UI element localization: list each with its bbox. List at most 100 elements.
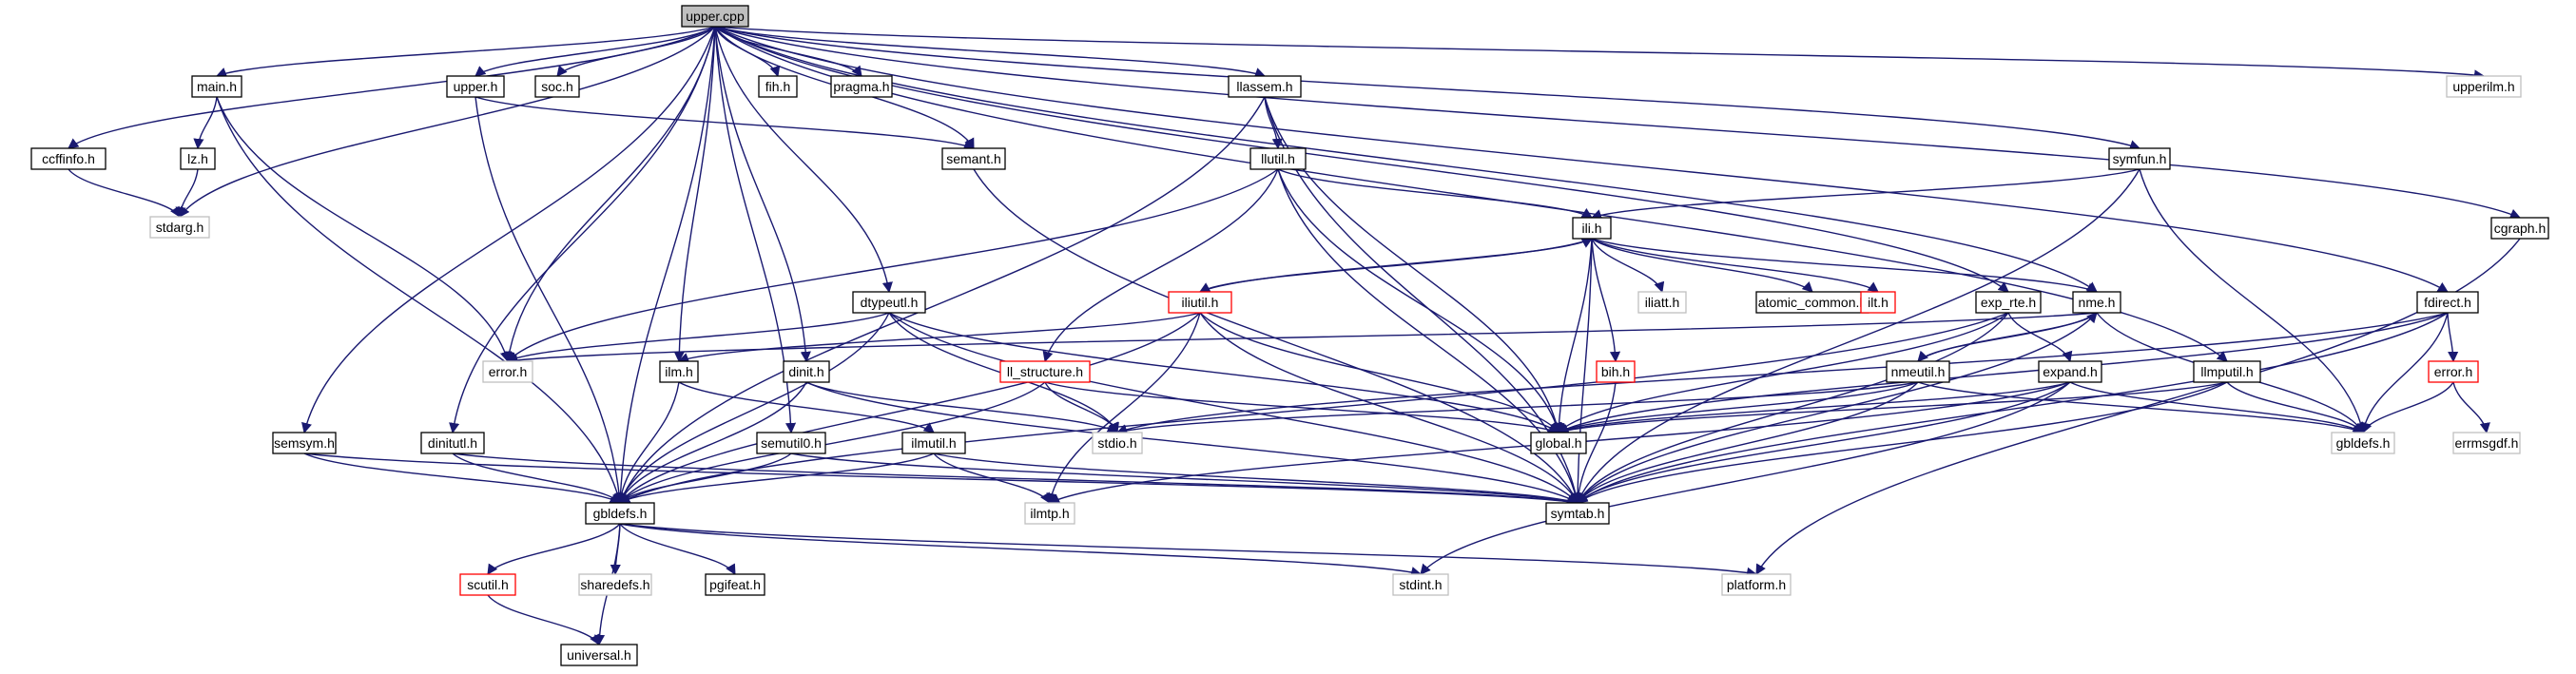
edge-upper_h-to-semant_h	[475, 96, 976, 150]
node-dinitutl-h[interactable]: dinitutl.h	[420, 432, 485, 454]
edge-dinit_h-to-stdio_h	[805, 381, 1118, 433]
node-errmsgdf-h[interactable]: errmsgdf.h	[2452, 432, 2521, 454]
node-gbldefs-h[interactable]: gbldefs.h	[585, 502, 655, 525]
node-llutil-h[interactable]: llutil.h	[1249, 147, 1307, 170]
node-nmeutil-h[interactable]: nmeutil.h	[1886, 360, 1950, 383]
node-symtab-h[interactable]: symtab.h	[1545, 502, 1610, 525]
node-box	[578, 573, 652, 596]
edge-upper_cpp-to-gbldefs_h	[614, 26, 716, 505]
node-ll-structure-h[interactable]: ll_structure.h	[999, 360, 1091, 383]
edge-error_h-to-gbldefs_h_right	[2362, 381, 2454, 434]
node-lz-h[interactable]: lz.h	[180, 147, 216, 170]
node-dinit-h[interactable]: dinit.h	[783, 360, 830, 383]
node-box	[659, 360, 699, 383]
node-label: semutil0.h	[761, 435, 822, 451]
edge-fdirect_h-to-error_h	[2447, 312, 2459, 363]
node-llmputil-h[interactable]: llmputil.h	[2193, 360, 2261, 383]
node-box	[180, 147, 216, 170]
edge-expand_h-to-symtab_h	[1577, 381, 2071, 504]
edge-expand_h-to-global_h	[1557, 381, 2071, 434]
edge-iliutil_h-to-ilmtp_h	[1046, 312, 1201, 505]
node-stdarg-h[interactable]: stdarg.h	[149, 216, 210, 239]
edge-upper_cpp-to-dinitutl_h	[449, 26, 716, 434]
edge-bih_h-to-symtab_h	[1573, 381, 1617, 505]
edge-upper_cpp-to-upperilm_h	[714, 26, 2486, 81]
node-pragma-h[interactable]: pragma.h	[830, 75, 893, 98]
edge-ilm_h-to-gbldefs_h	[615, 381, 680, 505]
node-stdint-h[interactable]: stdint.h	[1392, 573, 1449, 596]
node-symfun-h[interactable]: symfun.h	[2108, 147, 2171, 170]
edge-semant_h-to-symtab_h	[973, 168, 1579, 505]
node-exp-rte-h[interactable]: exp_rte.h	[1975, 291, 2042, 314]
edge-upper_cpp-to-upper_h	[475, 26, 716, 77]
node-box	[681, 5, 749, 28]
edge-upper_cpp-to-stdarg_h	[179, 26, 716, 218]
node-layer: upper.cpp main.h upper.h soc.h fih.h pragma.h…	[30, 5, 2549, 666]
node-iliutil-h[interactable]: iliutil.h	[1168, 291, 1232, 314]
node-dtypeutl-h[interactable]: dtypeutl.h	[852, 291, 926, 314]
node-box	[1975, 291, 2042, 314]
edge-llutil_h-to-error_h_ext	[507, 168, 1279, 362]
node-semant-h[interactable]: semant.h	[941, 147, 1006, 170]
node-label: symfun.h	[2113, 151, 2167, 166]
node-label: sharedefs.h	[580, 577, 649, 592]
node-atomic-common-h[interactable]: atomic_common.h	[1755, 291, 1869, 314]
node-ilmtp-h[interactable]: ilmtp.h	[1024, 502, 1075, 525]
node-universal-h[interactable]: universal.h	[560, 644, 638, 666]
node-label: scutil.h	[467, 577, 509, 592]
edge-semutil0_h-to-symtab_h	[790, 453, 1579, 506]
node-label: lz.h	[187, 151, 208, 166]
node-gbldefs-h-right[interactable]: gbldefs.h	[2331, 432, 2395, 454]
edge-upper_cpp-to-cgraph_h	[714, 26, 2522, 220]
node-ccffinfo-h[interactable]: ccffinfo.h	[30, 147, 107, 170]
node-error-h-ext[interactable]: error.h	[482, 360, 533, 383]
edge-gbldefs_h-to-scutil_h	[487, 523, 621, 575]
node-cgraph-h[interactable]: cgraph.h	[2490, 217, 2549, 240]
edge-lz_h-to-stdarg_h	[175, 168, 199, 219]
edge-main_h-to-gbldefs_h	[216, 96, 623, 505]
node-iliatt-h[interactable]: iliatt.h	[1637, 291, 1687, 314]
node-pgifeat-h[interactable]: pgifeat.h	[705, 573, 765, 596]
edge-semutil0_h-to-gbldefs_h	[619, 453, 792, 504]
node-upperilm-h[interactable]: upperilm.h	[2446, 75, 2522, 98]
node-box	[1886, 360, 1950, 383]
node-upper-cpp[interactable]: upper.cpp	[681, 5, 749, 28]
node-ilmutil-h[interactable]: ilmutil.h	[901, 432, 966, 454]
node-label: upper.h	[454, 79, 498, 94]
node-box	[2428, 360, 2479, 383]
node-label: symtab.h	[1551, 506, 1605, 521]
node-sharedefs-h[interactable]: sharedefs.h	[578, 573, 652, 596]
node-label: stdarg.h	[156, 220, 204, 235]
node-bih-h[interactable]: bih.h	[1596, 360, 1636, 383]
node-ili-h[interactable]: ili.h	[1572, 217, 1612, 240]
node-fih-h[interactable]: fih.h	[758, 75, 798, 98]
node-label: pragma.h	[833, 79, 889, 94]
node-semsym-h[interactable]: semsym.h	[272, 432, 337, 454]
node-global-h[interactable]: global.h	[1530, 432, 1587, 454]
node-expand-h[interactable]: expand.h	[2038, 360, 2102, 383]
node-stdio-h[interactable]: stdio.h	[1092, 432, 1143, 454]
node-platform-h[interactable]: platform.h	[1721, 573, 1792, 596]
node-scutil-h[interactable]: scutil.h	[459, 573, 516, 596]
edge-expand_h-to-gbldefs_h_right	[2069, 381, 2364, 433]
node-soc-h[interactable]: soc.h	[534, 75, 580, 98]
edge-scutil_h-to-universal_h	[487, 594, 600, 645]
node-nme-h[interactable]: nme.h	[2072, 291, 2121, 314]
edge-ili_h-to-iliatt_h	[1591, 238, 1665, 294]
node-box	[1092, 432, 1143, 454]
node-label: llmputil.h	[2200, 364, 2253, 379]
node-ilm-h[interactable]: ilm.h	[659, 360, 699, 383]
node-label: nmeutil.h	[1891, 364, 1946, 379]
node-ilt-h[interactable]: ilt.h	[1860, 291, 1896, 314]
node-box	[1545, 502, 1610, 525]
node-upper-h[interactable]: upper.h	[446, 75, 505, 98]
edge-upper_cpp-to-semsym_h	[301, 26, 716, 434]
node-fdirect-h[interactable]: fdirect.h	[2416, 291, 2479, 314]
node-box	[446, 75, 505, 98]
edge-llutil_h-to-ll_structure_h	[1042, 168, 1279, 363]
node-error-h[interactable]: error.h	[2428, 360, 2479, 383]
node-llassem-h[interactable]: llassem.h	[1228, 75, 1302, 98]
edge-gbldefs_h-to-platform_h	[619, 523, 1758, 578]
node-main-h[interactable]: main.h	[191, 75, 242, 98]
node-semutil0-h[interactable]: semutil0.h	[756, 432, 826, 454]
